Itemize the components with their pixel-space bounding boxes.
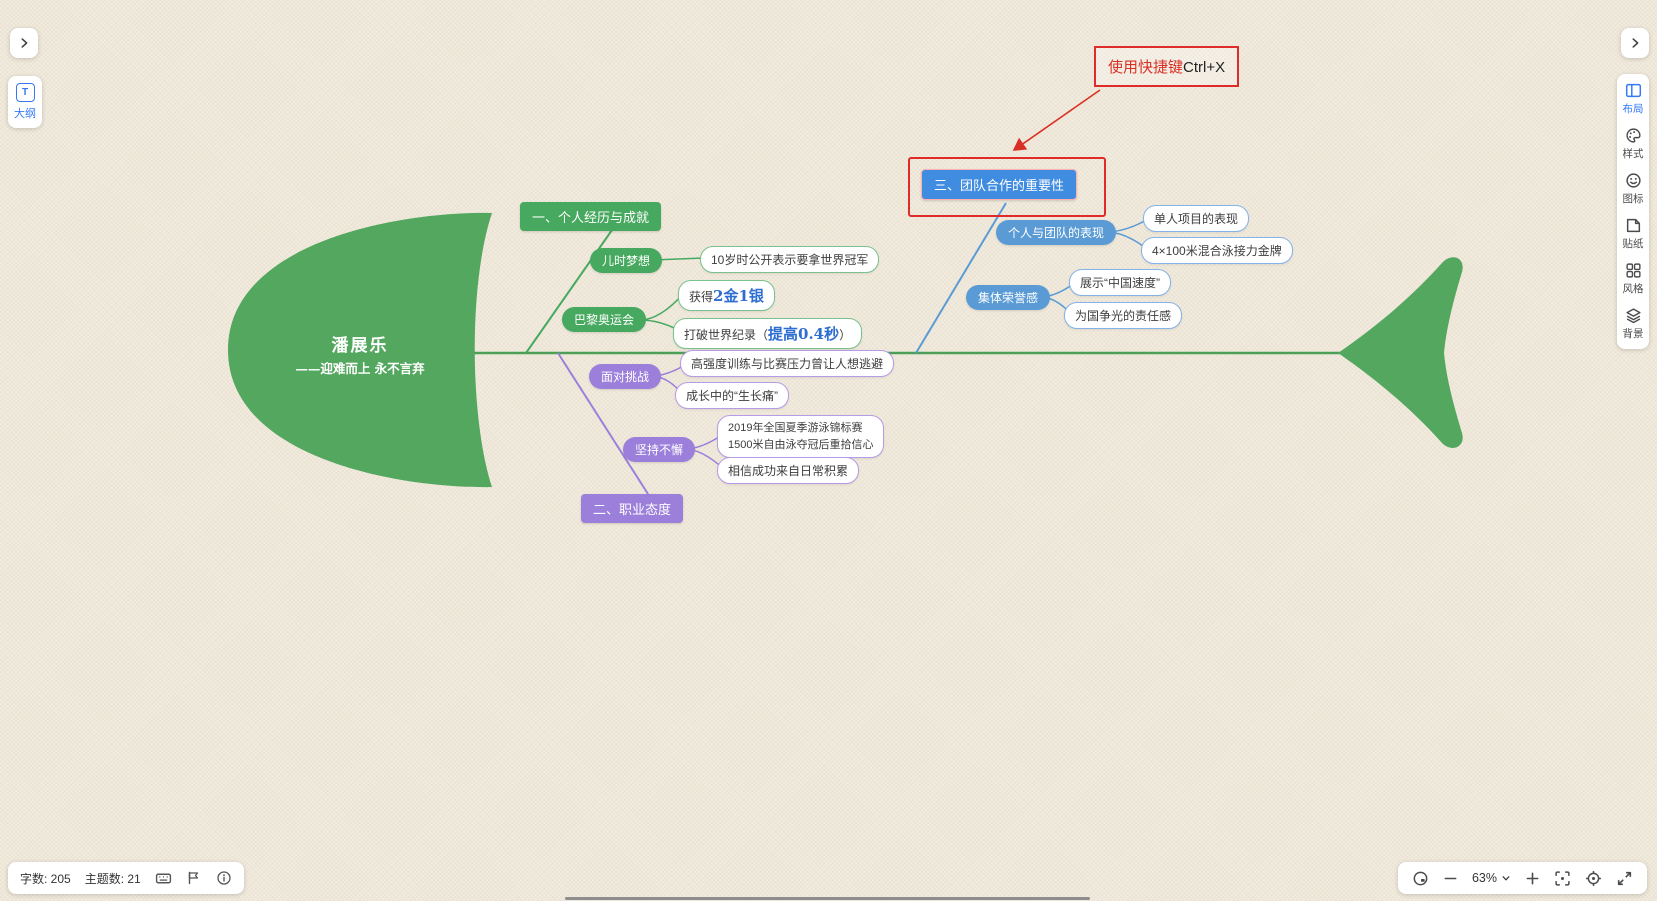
info-button[interactable] — [216, 870, 232, 886]
flag-icon — [188, 871, 198, 885]
leaf-championship-line1: 2019年全国夏季游泳锦标赛 — [728, 422, 863, 434]
sticker-icon — [1626, 218, 1640, 233]
shortcut-annotation-text: 使用快捷键 — [1108, 59, 1184, 76]
zoom-level-dropdown[interactable]: 63% — [1472, 871, 1511, 885]
leaf-dream-quote[interactable]: 10岁时公开表示要拿世界冠军 — [700, 246, 880, 273]
keyboard-icon — [155, 873, 171, 883]
leaf-relay-gold[interactable]: 4×100米混合泳接力金牌 — [1141, 237, 1293, 264]
zoom-out-button[interactable] — [1443, 871, 1458, 886]
central-topic-subtitle: ——迎难而上 永不言弃 — [295, 361, 425, 376]
fullscreen-button[interactable] — [1616, 870, 1633, 887]
leaf-2019-championship[interactable]: 2019年全国夏季游泳锦标赛 1500米自由泳夺冠后重拾信心 — [717, 415, 885, 458]
keyboard-shortcuts-button[interactable] — [155, 870, 172, 887]
leaf-world-record[interactable]: 打破世界纪录（提高0.4秒） — [673, 318, 863, 349]
tab-theme-label: 风格 — [1622, 283, 1644, 295]
node-paris-olympics[interactable]: 巴黎奥运会 — [562, 307, 647, 332]
tab-layout-label: 布局 — [1622, 103, 1644, 115]
locate-icon — [1586, 870, 1601, 886]
fit-view-icon — [1555, 870, 1570, 886]
chevron-right-icon — [21, 38, 28, 48]
plus-icon — [1526, 872, 1539, 884]
zoom-toolbar: 63% — [1397, 862, 1647, 894]
rib-attitude — [557, 352, 649, 495]
node-face-challenges[interactable]: 面对挑战 — [589, 364, 662, 389]
chevron-down-icon — [1502, 876, 1510, 881]
tab-theme[interactable]: 风格 — [1623, 262, 1644, 296]
tab-style[interactable]: 样式 — [1623, 127, 1644, 161]
tab-stickers[interactable]: 贴纸 — [1623, 217, 1644, 251]
leaf-record-value: 提高0.4秒 — [768, 325, 840, 343]
leaf-medals-prefix: 获得 — [689, 290, 714, 304]
expand-right-panel-button[interactable] — [1621, 28, 1649, 58]
layers-icon — [1625, 308, 1641, 324]
report-button[interactable] — [186, 870, 202, 886]
fit-view-button[interactable] — [1554, 870, 1571, 887]
leaf-record-prefix: 打破世界纪录（ — [684, 328, 769, 342]
tab-icons[interactable]: 图标 — [1623, 172, 1644, 206]
leaf-medals-value: 2金1银 — [713, 287, 764, 305]
zoom-in-button[interactable] — [1525, 871, 1540, 886]
smiley-icon — [1625, 173, 1641, 188]
leaf-solo-performance[interactable]: 单人项目的表现 — [1143, 205, 1250, 232]
leaf-medals[interactable]: 获得2金1银 — [678, 280, 775, 311]
annotation-arrow — [1012, 89, 1101, 151]
grid-icon — [1625, 263, 1641, 278]
minus-icon — [1444, 877, 1457, 879]
info-icon — [217, 871, 231, 885]
leaf-daily-accumulation[interactable]: 相信成功来自日常积累 — [717, 457, 860, 484]
tab-background[interactable]: 背景 — [1623, 307, 1644, 341]
layout-icon — [1625, 83, 1641, 98]
rib-teamwork — [915, 202, 1007, 354]
branch-title-teamwork[interactable]: 三、团队合作的重要性 — [921, 169, 1078, 200]
central-topic[interactable]: 潘展乐 ——迎难而上 永不言弃 — [272, 331, 448, 377]
zoom-level-value: 63% — [1471, 871, 1497, 885]
fish-tail[interactable] — [1338, 257, 1463, 448]
right-toolbar: 布局 样式 图标 贴纸 — [1617, 74, 1649, 349]
leaf-growing-pains[interactable]: 成长中的“生长痛” — [675, 382, 789, 409]
tab-layout[interactable]: 布局 — [1623, 82, 1644, 116]
selection-highlight-rect — [908, 157, 1106, 217]
expand-left-panel-button[interactable] — [10, 28, 38, 58]
chevron-right-icon — [1632, 38, 1639, 48]
tab-style-label: 样式 — [1622, 148, 1644, 160]
leaf-china-speed[interactable]: 展示“中国速度” — [1069, 269, 1171, 296]
leaf-training-pressure[interactable]: 高强度训练与比赛压力曾让人想逃避 — [680, 350, 895, 377]
tab-stickers-label: 贴纸 — [1622, 238, 1644, 250]
outline-button[interactable]: T 大纲 — [8, 76, 42, 128]
outline-label: 大纲 — [14, 108, 36, 120]
horizontal-scrollbar[interactable] — [565, 897, 1090, 900]
leaf-championship-line2: 1500米自由泳夺冠后重拾信心 — [728, 438, 874, 451]
shortcut-annotation: 使用快捷键Ctrl+X — [1094, 46, 1240, 87]
status-bar: 字数: 205 主题数: 21 — [8, 862, 244, 894]
central-topic-title: 潘展乐 — [331, 336, 389, 356]
node-collective-honor[interactable]: 集体荣誉感 — [966, 285, 1051, 310]
palette-icon — [1625, 128, 1641, 143]
branch-title-experience[interactable]: 一、个人经历与成就 — [520, 202, 662, 231]
word-count: 字数: 205 — [20, 871, 71, 886]
tab-icons-label: 图标 — [1622, 193, 1644, 205]
node-individual-vs-team[interactable]: 个人与团队的表现 — [996, 220, 1117, 245]
fullscreen-icon — [1617, 871, 1632, 885]
fish-head[interactable] — [228, 212, 492, 488]
shortcut-annotation-key: Ctrl+X — [1183, 59, 1226, 76]
minimap-icon — [1413, 871, 1428, 885]
tab-background-label: 背景 — [1622, 328, 1644, 340]
locate-button[interactable] — [1585, 870, 1602, 887]
leaf-responsibility[interactable]: 为国争光的责任感 — [1064, 302, 1183, 329]
topic-count: 主题数: 21 — [84, 871, 141, 886]
leaf-record-suffix: ） — [839, 328, 852, 342]
outline-text-icon: T — [15, 83, 35, 102]
node-persistence[interactable]: 坚持不懈 — [623, 437, 696, 462]
minimap-button[interactable] — [1412, 870, 1429, 887]
branch-title-attitude[interactable]: 二、职业态度 — [581, 494, 684, 523]
node-childhood-dream[interactable]: 儿时梦想 — [590, 248, 663, 273]
